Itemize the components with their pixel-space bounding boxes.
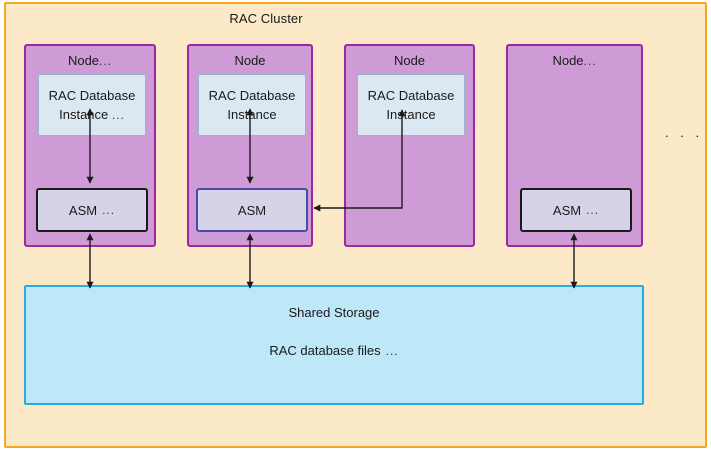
shared-storage-title: Shared Storage [288,305,380,320]
rac-cluster-title: RAC Cluster [229,11,303,26]
node-title-3: Node [346,53,473,68]
shared-storage-box[interactable]: Shared Storage RAC database files... [24,285,644,405]
node-title-2: Node [189,53,311,68]
asm-box-2[interactable]: ASM [196,188,308,232]
asm-box-1[interactable]: ASM... [36,188,148,232]
node-title-ellipsis-4: ... [583,54,597,68]
node-title-label-2: Node [234,53,266,68]
asm-label-4: ASM [552,202,582,218]
asm-box-4[interactable]: ASM... [520,188,632,232]
rac-database-instance-ellipsis-1: ... [111,107,125,122]
shared-storage-files-ellipsis: ... [385,344,399,358]
node-title-1: Node... [26,53,154,68]
asm-label-1: ASM [68,202,98,218]
node-title-label-3: Node [393,53,426,68]
node-box-4[interactable]: Node... ASM... [506,44,643,247]
node-title-ellipsis-1: ... [99,54,113,68]
asm-ellipsis-4: ... [586,203,600,217]
node-title-4: Node... [508,53,641,68]
more-nodes-ellipsis: . . . [665,125,704,140]
asm-ellipsis-1: ... [102,203,116,217]
shared-storage-files-label: RAC database files [269,343,381,358]
shared-storage-files: RAC database files... [26,343,642,358]
node-title-label-4: Node [552,53,584,68]
node-title-label-1: Node [67,53,100,68]
asm-label-2: ASM [237,202,267,218]
